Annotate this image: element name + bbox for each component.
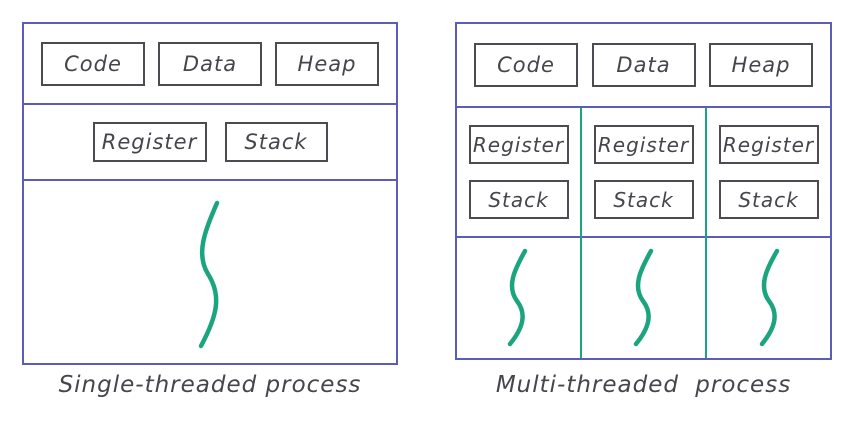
code-box: Code (41, 41, 145, 86)
code-label: Code (64, 51, 122, 76)
data-box: Data (591, 43, 696, 87)
code-box: Code (474, 43, 578, 87)
heap-box: Heap (709, 43, 813, 87)
register-label: Register (472, 132, 565, 157)
code-label: Code (497, 53, 555, 77)
heap-box: Heap (275, 41, 379, 86)
stack-label: Stack (738, 187, 799, 212)
thread-context: Register Stack (582, 108, 705, 238)
stack-box: Stack (468, 180, 569, 219)
thread-column: Register Stack (707, 108, 830, 358)
register-box: Register (468, 125, 569, 164)
register-label: Register (597, 132, 690, 157)
single-context-section: Register Stack (24, 105, 396, 181)
register-label: Register (101, 130, 198, 154)
stack-label: Stack (488, 187, 549, 212)
stack-label: Stack (244, 130, 308, 154)
thread-area (582, 238, 705, 358)
single-thread-section (24, 181, 396, 363)
thread-squiggle-icon (759, 248, 779, 347)
single-memory-section: Code Data Heap (24, 24, 396, 105)
register-box: Register (593, 125, 694, 164)
thread-context: Register Stack (457, 108, 580, 238)
stack-box: Stack (593, 180, 694, 219)
thread-squiggle-icon (633, 248, 653, 347)
stack-label: Stack (613, 187, 674, 212)
thread-context: Register Stack (707, 108, 830, 238)
single-process-box: Code Data Heap Register Stack (22, 22, 398, 365)
register-label: Register (722, 132, 815, 157)
thread-squiggle-icon (507, 248, 527, 347)
stack-box: Stack (718, 180, 819, 219)
data-box: Data (158, 41, 262, 86)
data-label: Data (616, 53, 671, 77)
thread-area (457, 238, 580, 358)
multi-process-box: Code Data Heap Register Stack (455, 22, 832, 360)
stack-box: Stack (224, 122, 328, 162)
multi-threaded-caption: Multi-threaded process (495, 372, 792, 398)
thread-squiggle-icon (198, 200, 220, 349)
data-label: Data (182, 51, 238, 76)
register-box: Register (92, 122, 207, 162)
thread-column: Register Stack (457, 108, 582, 358)
heap-label: Heap (731, 53, 791, 77)
single-threaded-caption: Single-threaded process (58, 372, 362, 398)
multi-memory-section: Code Data Heap (457, 24, 830, 108)
multi-threads-section: Register Stack Register (457, 108, 830, 358)
thread-area (707, 238, 830, 358)
heap-label: Heap (297, 51, 357, 76)
thread-column: Register Stack (582, 108, 707, 358)
register-box: Register (718, 125, 819, 164)
